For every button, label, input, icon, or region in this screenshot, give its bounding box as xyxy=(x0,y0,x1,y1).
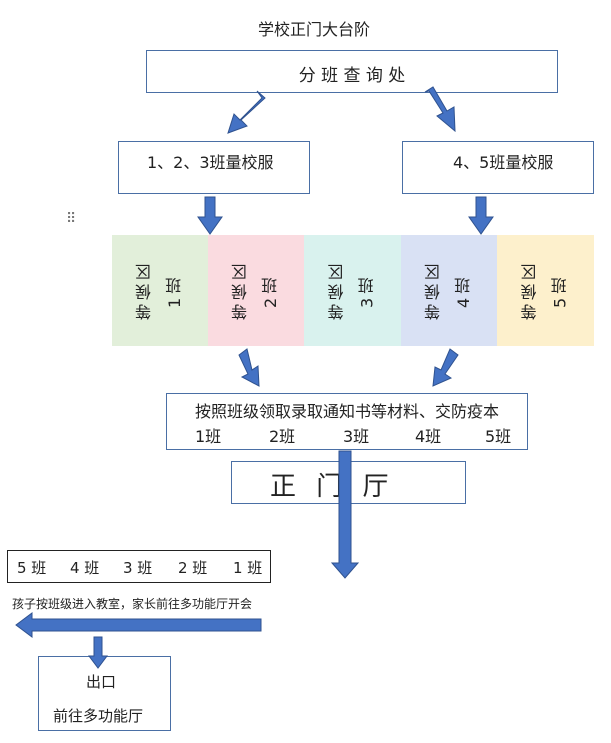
arrow-enquiry-left xyxy=(227,90,266,134)
arrow-into-exit xyxy=(88,636,108,669)
collect-class-3: 3班 xyxy=(343,427,370,446)
uniform-left-label: 1、2、3班量校服 xyxy=(147,153,274,172)
classroom-row-box: 5 班 4 班 3 班 2 班 1 班 xyxy=(7,550,271,583)
waiting-zone-1: 1班 等候区 xyxy=(112,235,208,346)
collect-class-5: 5班 xyxy=(485,427,512,446)
exit-label: 出口 xyxy=(86,673,117,691)
classroom-2: 2 班 xyxy=(178,559,208,577)
classroom-4: 4 班 xyxy=(70,559,100,577)
classroom-5: 5 班 xyxy=(17,559,47,577)
waiting-zone-2: 2班 等候区 xyxy=(208,235,304,346)
collect-class-1: 1班 xyxy=(195,427,222,446)
instruction-text: 孩子按班级进入教室，家长前往多功能厅开会 xyxy=(12,597,253,611)
arrow-zone-right xyxy=(432,348,459,387)
arrow-to-exit-left xyxy=(15,612,262,638)
classroom-1: 1 班 xyxy=(233,559,263,577)
uniform-right-label: 4、5班量校服 xyxy=(453,153,554,172)
classroom-3: 3 班 xyxy=(123,559,153,577)
collect-class-4: 4班 xyxy=(415,427,442,446)
uniform-right-box: 4、5班量校服 xyxy=(402,141,594,194)
arrow-zone-left xyxy=(238,348,260,387)
main-hall-label: 正 门 厅 xyxy=(270,472,395,502)
collect-line1: 按照班级领取录取通知书等材料、交防疫本 xyxy=(194,402,499,421)
title: 学校正门大台阶 xyxy=(258,20,371,39)
arrow-enquiry-right xyxy=(424,86,456,133)
collect-class-2: 2班 xyxy=(269,427,296,446)
exit-box: 出口 前往多功能厅 xyxy=(38,656,171,731)
arrow-uniform-left-down xyxy=(197,196,223,235)
enquiry-label: 分 班 查 询 处 xyxy=(298,66,406,86)
waiting-zone-3: 3班 等候区 xyxy=(304,235,401,346)
arrow-uniform-right-down xyxy=(468,196,494,235)
waiting-zone-4: 4班 等候区 xyxy=(401,235,497,346)
uniform-left-box: 1、2、3班量校服 xyxy=(118,141,310,194)
waiting-zone-5: 5班 等候区 xyxy=(497,235,594,346)
collect-box: 按照班级领取录取通知书等材料、交防疫本 1班 2班 3班 4班 5班 xyxy=(166,393,528,450)
drag-handle-icon[interactable]: ⠿ xyxy=(66,211,77,227)
arrow-collect-down xyxy=(330,450,360,579)
exit-destination: 前往多功能厅 xyxy=(53,707,144,725)
enquiry-box: 分 班 查 询 处 xyxy=(146,50,558,93)
